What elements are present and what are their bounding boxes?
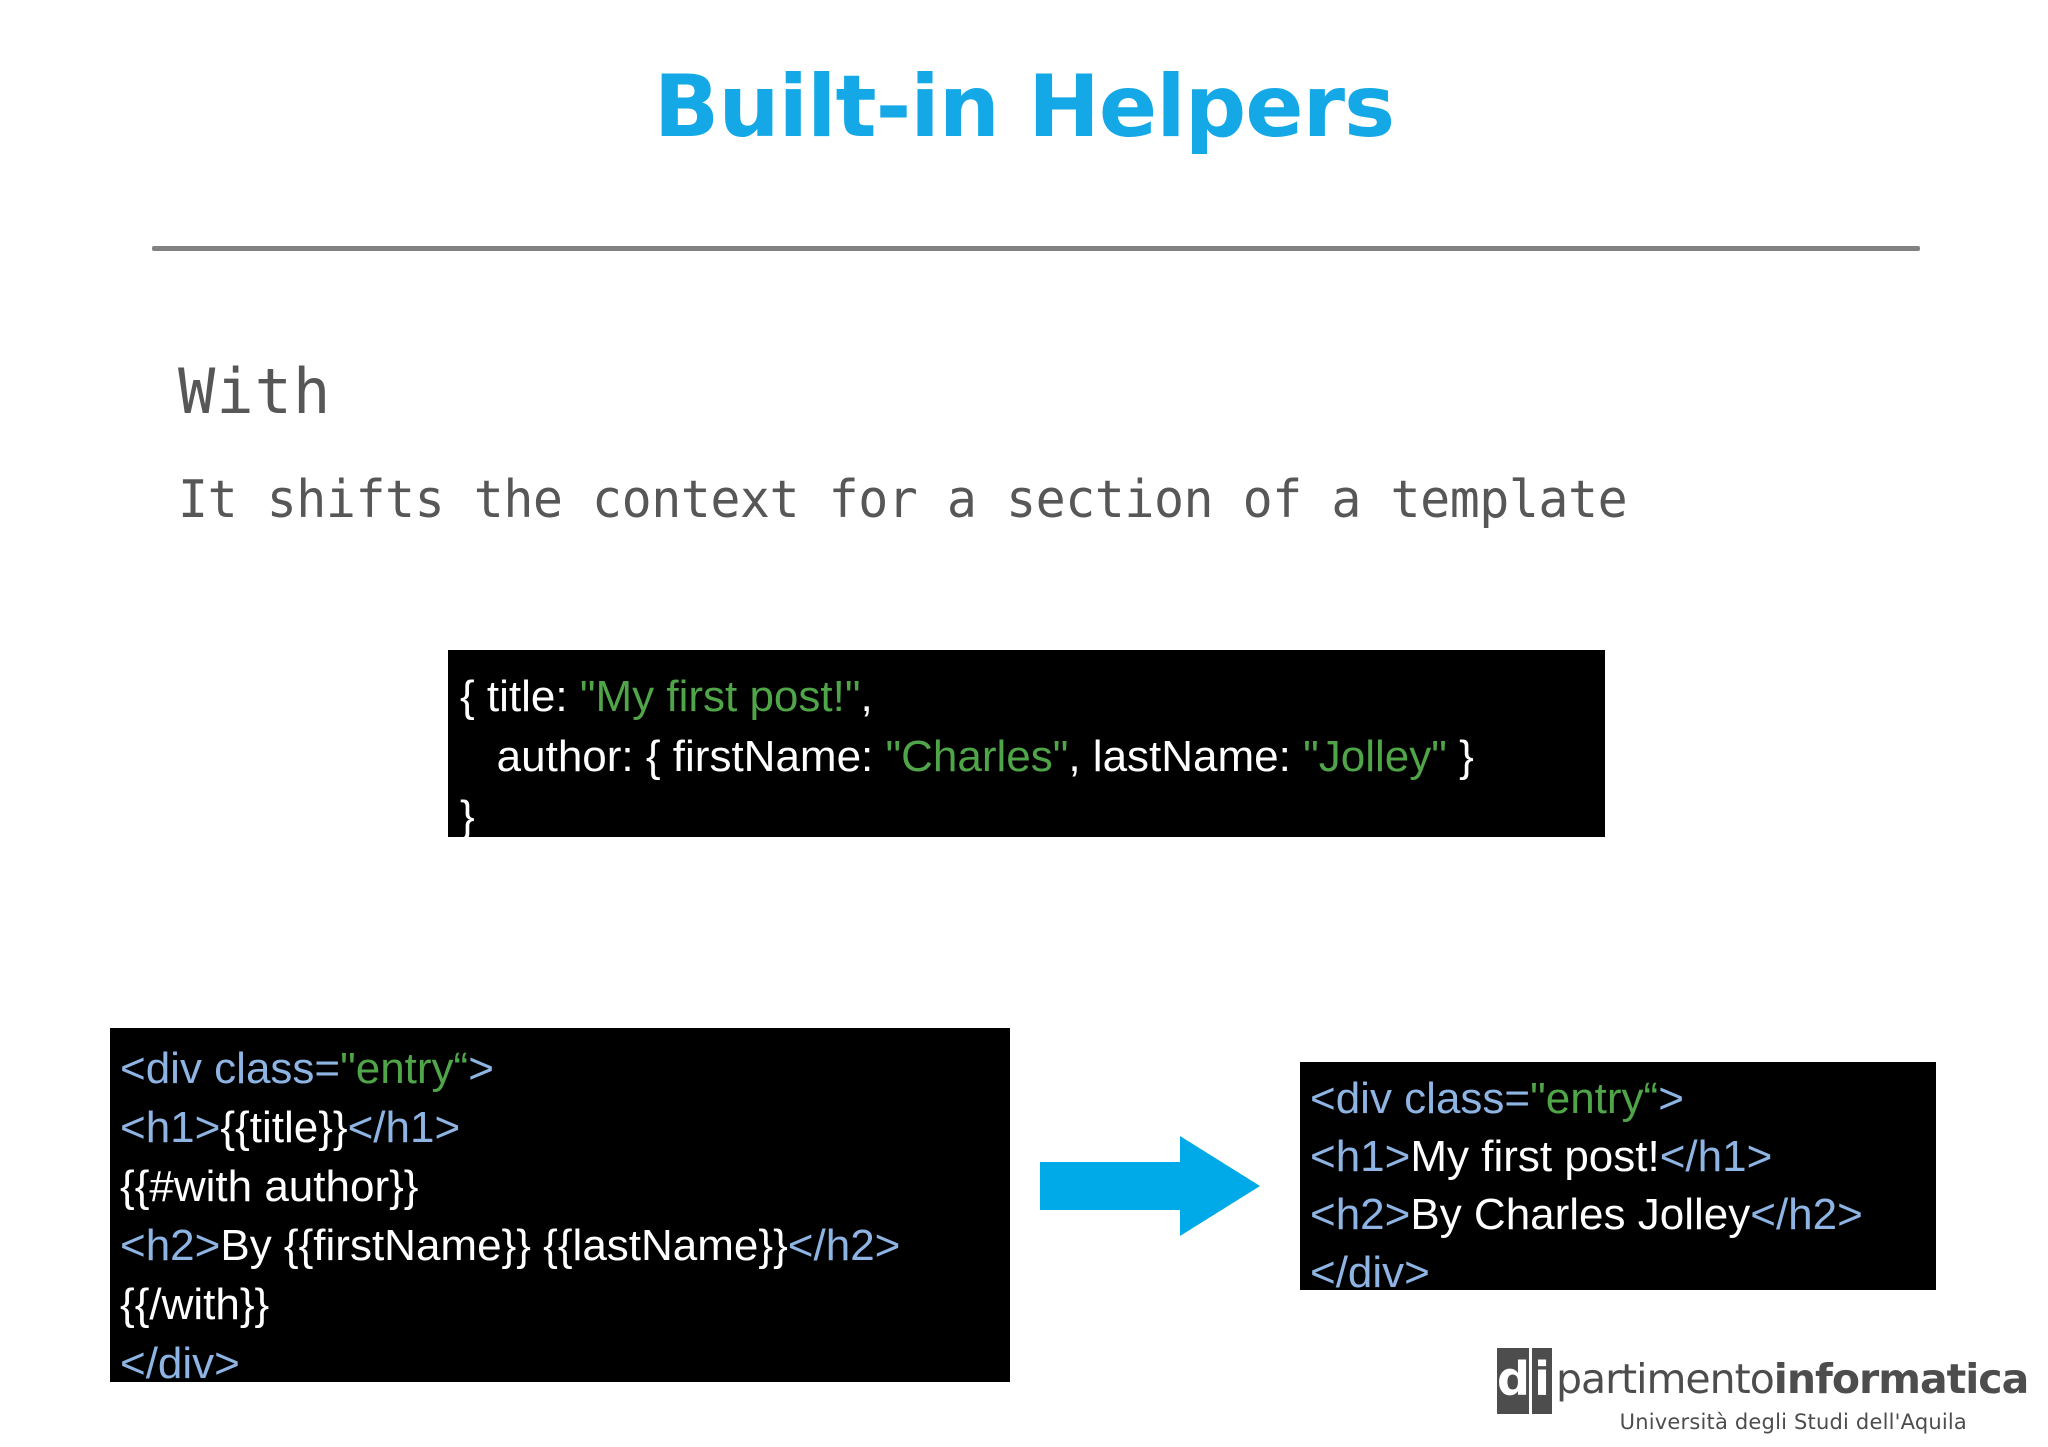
code-token-tag: </h1> — [1659, 1132, 1773, 1181]
code-token-tag: <h2> — [120, 1221, 221, 1270]
department-logo: d i partimentoinformatica Università deg… — [1497, 1348, 2029, 1434]
code-token-txt: {{title}} — [220, 1103, 348, 1152]
code-token-txt: By Charles Jolley — [1410, 1190, 1751, 1239]
code-token-tag: <div class= — [1310, 1074, 1531, 1123]
code-line: <h1>My first post!</h1> — [1310, 1128, 1936, 1186]
code-line: { title: "My first post!", — [460, 667, 1605, 727]
code-token-tag: </h1> — [347, 1103, 461, 1152]
code-token-txt: {{/with}} — [120, 1280, 270, 1329]
code-line: <div class="entry“> — [1310, 1070, 1936, 1128]
arrow-right-icon — [1040, 1136, 1260, 1236]
logo-subtitle: Università degli Studi dell'Aquila — [1619, 1410, 1967, 1434]
code-token-txt: {{#with author}} — [120, 1162, 419, 1211]
logo-mark-letter-d: d — [1497, 1348, 1530, 1414]
arrow-polygon — [1040, 1136, 1260, 1236]
code-token-tag: <h1> — [1310, 1132, 1411, 1181]
code-line: <h2>By {{firstName}} {{lastName}}</h2> — [120, 1216, 1010, 1275]
code-token-str: "Charles" — [885, 732, 1069, 781]
page-title: Built-in Helpers — [653, 57, 1395, 157]
code-token-txt: My first post! — [1410, 1132, 1660, 1181]
code-line: author: { firstName: "Charles", lastName… — [460, 727, 1605, 787]
code-line: </div> — [120, 1334, 1010, 1382]
code-block-context-data: { title: "My first post!", author: { fir… — [448, 650, 1605, 837]
logo-word-light: partimento — [1556, 1355, 1775, 1403]
arrow-right-shape — [1040, 1136, 1260, 1236]
code-token-txt: By {{firstName}} {{lastName}} — [220, 1221, 788, 1270]
code-token-str: "entry“ — [1530, 1074, 1659, 1123]
code-block-template: <div class="entry“><h1>{{title}}</h1>{{#… — [110, 1028, 1010, 1382]
code-token-txt: , — [860, 672, 873, 721]
code-line: <h1>{{title}}</h1> — [120, 1098, 1010, 1157]
code-token-str: "entry“ — [340, 1044, 469, 1093]
code-token-txt: { title: — [460, 672, 580, 721]
logo-mark: d i — [1497, 1348, 1552, 1414]
code-token-tag: </h2> — [1750, 1190, 1863, 1239]
logo-word-bold: informatica — [1773, 1355, 2029, 1403]
code-token-txt: author: { firstName: — [460, 732, 886, 781]
code-token-tag: > — [468, 1044, 494, 1093]
title-divider — [152, 246, 1920, 251]
code-token-str: "Jolley" — [1303, 732, 1447, 781]
code-line: } — [460, 787, 1605, 837]
code-block-output: <div class="entry“><h1>My first post!</h… — [1300, 1062, 1936, 1290]
logo-mark-letter-i: i — [1532, 1348, 1552, 1414]
code-token-tag: </div> — [120, 1339, 240, 1382]
logo-row: d i partimentoinformatica — [1497, 1348, 2029, 1414]
code-token-tag: <h2> — [1310, 1190, 1411, 1239]
code-line: <div class="entry“> — [120, 1039, 1010, 1098]
code-token-tag: </div> — [1310, 1248, 1430, 1290]
code-line: {{/with}} — [120, 1275, 1010, 1334]
code-token-txt: , lastName: — [1068, 732, 1304, 781]
code-token-txt: } — [1446, 732, 1474, 781]
section-description: It shifts the context for a section of a… — [178, 470, 1628, 530]
section-heading: With — [178, 355, 332, 428]
code-token-tag: <h1> — [120, 1103, 221, 1152]
code-token-tag: <div class= — [120, 1044, 341, 1093]
code-token-txt: } — [460, 792, 475, 837]
code-token-tag: </h2> — [787, 1221, 901, 1270]
code-line: </div> — [1310, 1244, 1936, 1290]
logo-wordmark: partimentoinformatica — [1556, 1348, 2029, 1410]
code-token-str: "My first post!" — [579, 672, 861, 721]
code-line: {{#with author}} — [120, 1157, 1010, 1216]
code-token-tag: > — [1658, 1074, 1684, 1123]
code-line: <h2>By Charles Jolley</h2> — [1310, 1186, 1936, 1244]
